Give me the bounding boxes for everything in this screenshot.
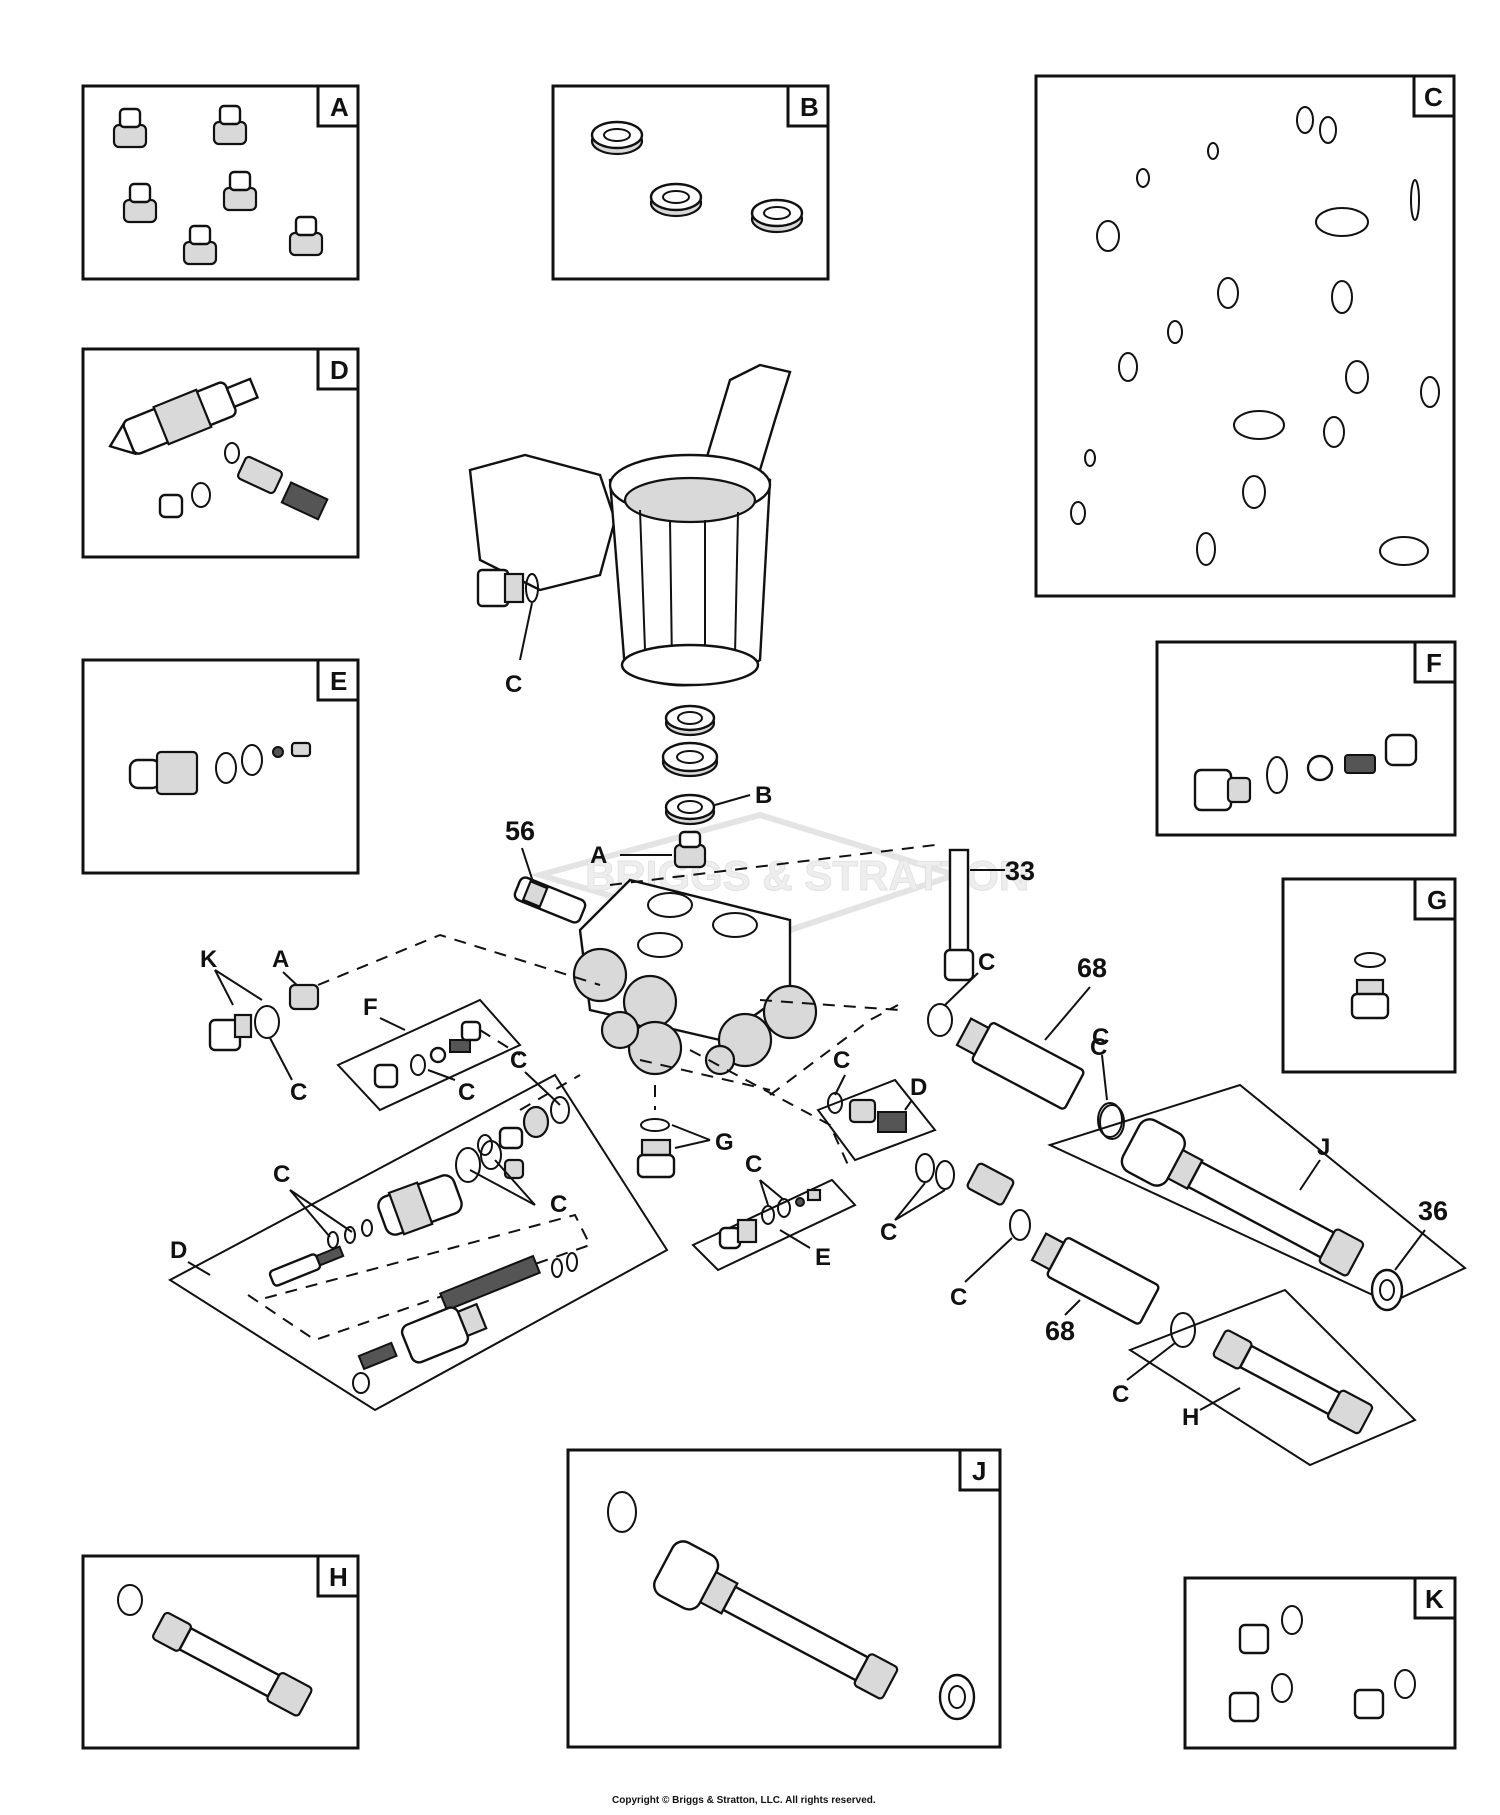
o-ring-kit-icons	[1070, 106, 1440, 566]
d-left-group: C C C	[168, 1047, 669, 1412]
f-group: F C	[336, 994, 522, 1112]
check-valve-kit-icons	[128, 741, 312, 796]
callout-c-left-plug: C	[290, 1079, 307, 1106]
inset-box-c: C	[1034, 74, 1456, 598]
inset-box-k: K	[1183, 1576, 1457, 1750]
callout-36: 36	[1418, 1196, 1448, 1226]
inset-box-k-label: K	[1425, 1584, 1444, 1614]
d-right-group: C D	[769, 1004, 937, 1162]
inlet-kit-j-icons	[607, 1491, 976, 1721]
inset-box-j-label: J	[972, 1456, 986, 1486]
callout-a-valve-left: A	[272, 946, 289, 973]
pump-crankcase-housing	[468, 363, 792, 687]
inset-box-a-label: A	[330, 92, 349, 122]
callout-c-h-group: C	[1112, 1381, 1129, 1408]
inset-box-h: H	[81, 1554, 360, 1750]
callout-d-group: D	[170, 1237, 187, 1264]
callout-68-top: 68	[1077, 953, 1107, 983]
right-extension-group: C 68 C C C 68	[880, 949, 1160, 1346]
drain-plug: C	[476, 568, 539, 698]
callout-c-d-mid: C	[550, 1191, 567, 1218]
seal-kit-icons	[590, 120, 804, 234]
callout-c-d-upper: C	[273, 1161, 290, 1188]
relief-valve-kit-icons	[1193, 733, 1418, 812]
seal-stack: B A	[590, 704, 772, 869]
callout-f-group: F	[363, 994, 378, 1021]
callout-c-manifold: C	[505, 671, 522, 698]
copyright-text: Copyright © Briggs & Stratton, LLC. All …	[612, 1795, 876, 1806]
inset-box-e: E	[81, 658, 360, 875]
inset-box-b-label: B	[800, 92, 819, 122]
callout-c-f-group: C	[458, 1079, 475, 1106]
callout-k-plug: K	[200, 946, 218, 973]
assembly-guide-lines	[609, 844, 936, 1091]
inset-box-j: J	[566, 1448, 1002, 1749]
inset-box-h-label: H	[329, 1562, 348, 1592]
inset-box-c-label: C	[1424, 82, 1443, 112]
callout-a-valve-top: A	[590, 842, 607, 869]
inset-box-f-label: F	[1426, 648, 1442, 678]
inset-box-g: G	[1281, 877, 1457, 1074]
callout-56: 56	[505, 816, 535, 846]
inlet-kit-h-icons	[117, 1584, 313, 1717]
e-group: C E	[689, 1049, 857, 1272]
callout-c-right-mid: C	[1092, 1024, 1109, 1051]
j-group: C J 36	[1047, 1034, 1467, 1312]
callout-c-long-group: C	[510, 1047, 527, 1074]
plug-kit-k-icons	[1228, 1605, 1416, 1723]
callout-e-group: E	[815, 1244, 831, 1271]
inset-box-a: A	[81, 84, 360, 281]
callout-c-j-group: C	[1090, 1034, 1107, 1061]
callout-b-seal: B	[755, 782, 772, 809]
g-plug: G	[636, 1085, 734, 1179]
bolt-33: 33	[943, 848, 1035, 982]
unloader-kit-icons	[108, 377, 329, 521]
callout-j-group: J	[1317, 1134, 1330, 1161]
inset-box-b: B	[551, 84, 830, 281]
callout-c-top-right: C	[978, 949, 995, 976]
inset-box-e-label: E	[330, 666, 347, 696]
valve-kit-icons	[112, 104, 324, 266]
callout-g-plug: G	[715, 1129, 734, 1156]
h-group: C H	[1112, 1288, 1417, 1467]
inset-box-f: F	[1155, 640, 1457, 837]
callout-c-e-group: C	[745, 1151, 762, 1178]
plug-kit-g-icons	[1350, 952, 1390, 1020]
callout-d-right: D	[910, 1074, 927, 1101]
callout-33: 33	[1005, 856, 1035, 886]
callout-h-group: H	[1182, 1404, 1199, 1431]
inset-box-d-label: D	[330, 355, 349, 385]
pump-manifold	[572, 878, 818, 1076]
inset-box-d: D	[81, 347, 360, 559]
callout-c-right-small: C	[833, 1047, 850, 1074]
inset-box-g-label: G	[1427, 885, 1447, 915]
callout-c-right-bottom: C	[950, 1284, 967, 1311]
fitting-56: 56	[505, 816, 587, 924]
left-plug-group: K C A	[200, 933, 601, 1106]
callout-c-right-lower: C	[880, 1219, 897, 1246]
callout-68-bottom: 68	[1045, 1316, 1075, 1346]
